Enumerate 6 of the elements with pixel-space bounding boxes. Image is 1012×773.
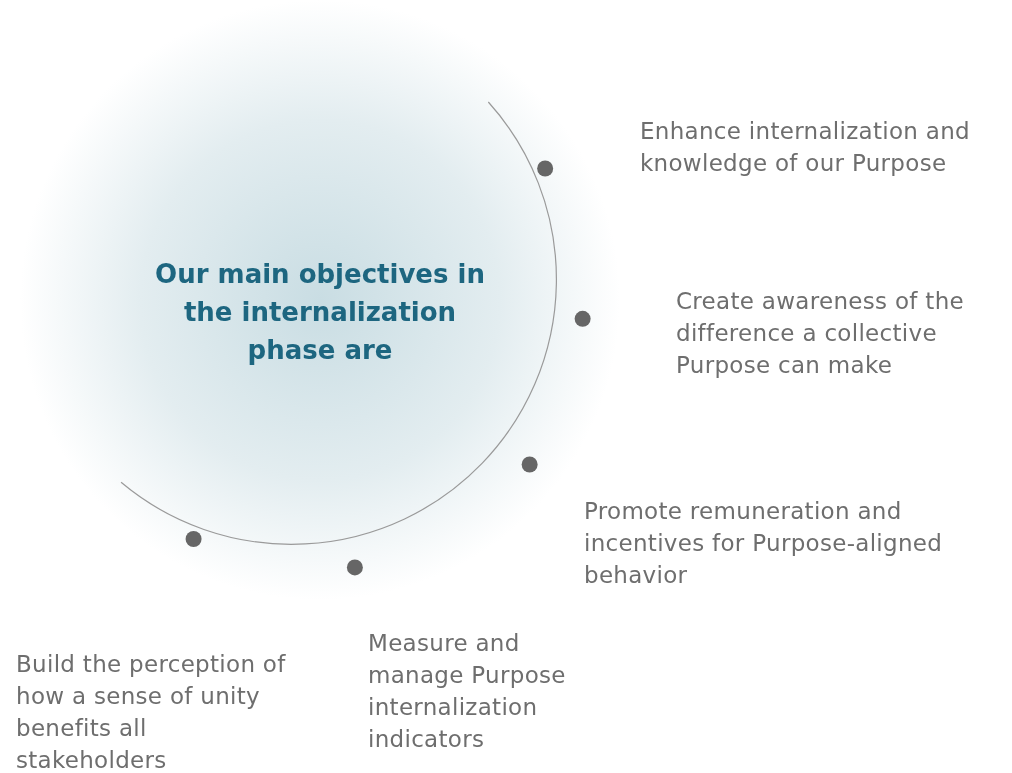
objective-text: Enhance internalization and knowledge of our Purpose — [640, 117, 971, 178]
objective-text: Promote remuneration and incentives for Purpose-aligned behavior — [584, 497, 944, 590]
objective-text: Build the perception of how a sense of unity benefits all stakeholders — [16, 650, 287, 773]
center-heading: Our main objectives in the internalization phase are — [150, 255, 490, 369]
objective-text: Measure and manage Purpose internalization indicators — [368, 629, 567, 754]
objective-text: Create awareness of the difference a collective Purpose can make — [676, 287, 965, 380]
